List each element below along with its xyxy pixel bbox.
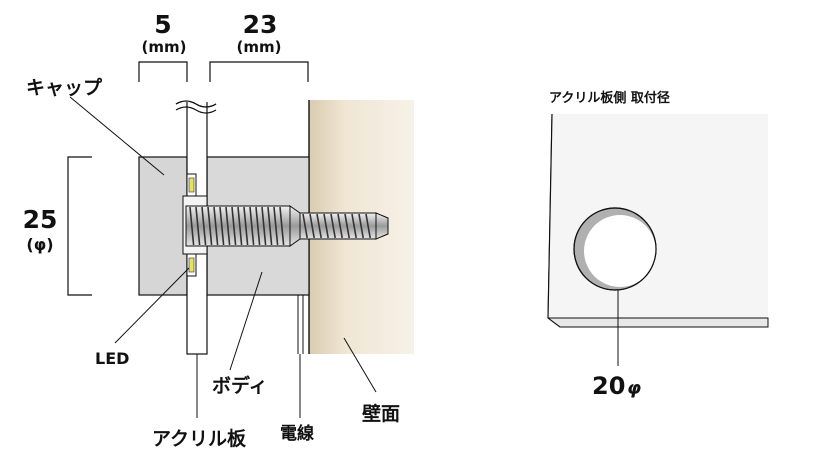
body-length-unit: (mm) (237, 38, 282, 56)
hole-diameter-unit: φ (627, 378, 641, 399)
label-body: ボディ (212, 374, 268, 397)
cap-width-bracket (138, 61, 188, 82)
body-length-value: 23 (243, 10, 278, 39)
hole-diameter-value: 20 (592, 372, 625, 400)
label-wall: 壁面 (362, 402, 400, 425)
body-length-bracket (209, 61, 309, 82)
diameter-bracket (67, 156, 92, 296)
label-acrylic-plate: アクリル板 (152, 427, 247, 450)
acrylic-plate-detail (547, 113, 769, 328)
standoff-cap (138, 156, 188, 296)
hole-detail-title: アクリル板側 取付径 (549, 90, 670, 106)
label-led: LED (95, 349, 129, 368)
mounting-hole (573, 207, 657, 291)
screw (185, 205, 389, 247)
diameter-value: 25 (23, 205, 58, 234)
diameter-unit: (φ) (26, 235, 53, 254)
cap-width-unit: (mm) (142, 38, 187, 56)
cap-width-value: 5 (154, 10, 171, 39)
label-wire: 電線 (280, 423, 314, 444)
label-cap: キャップ (26, 76, 103, 99)
